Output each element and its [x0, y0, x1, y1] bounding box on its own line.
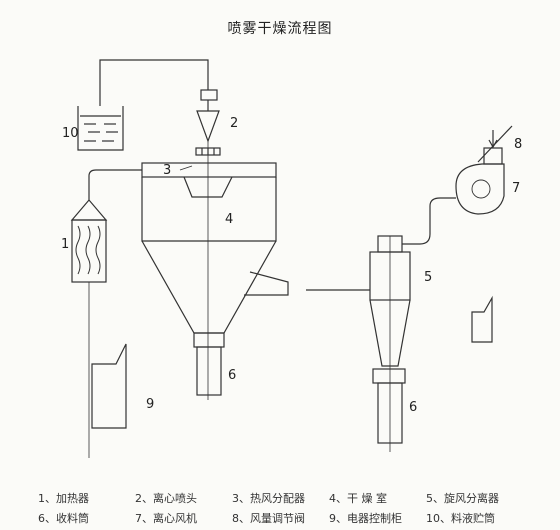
feed-tank [77, 106, 124, 151]
callout-5: 5 [424, 270, 433, 285]
legend-item-atomizer: 2、离心喷头 [135, 492, 197, 505]
feed-pipe [99, 59, 209, 106]
callout-1: 1 [61, 237, 70, 252]
legend-row-1: 1、加热器 2、离心喷头 3、热风分配器 4、干 燥 室 5、旋风分离器 [38, 488, 558, 508]
callout-10: 10 [62, 126, 79, 141]
air-regulating-valve [477, 125, 513, 165]
hot-air-pipe [88, 169, 142, 200]
legend: 1、加热器 2、离心喷头 3、热风分配器 4、干 燥 室 5、旋风分离器 6、收… [38, 488, 558, 528]
control-cabinet [91, 343, 127, 429]
legend-item-control-cabinet: 9、电器控制柜 [329, 512, 402, 525]
legend-item-feed-tank: 10、料液贮筒 [426, 512, 495, 525]
cyclone-separator [369, 235, 411, 452]
callout-6-right: 6 [409, 400, 418, 415]
callout-2: 2 [230, 116, 239, 131]
drying-chamber [141, 141, 289, 400]
side-cabinet [471, 295, 493, 343]
legend-item-distributor: 3、热风分配器 [232, 492, 305, 505]
callout-4: 4 [225, 212, 234, 227]
legend-item-cyclone: 5、旋风分离器 [426, 492, 499, 505]
collection-cylinder-left [193, 332, 225, 396]
legend-item-valve: 8、风量调节阀 [232, 512, 305, 525]
callout-9: 9 [146, 397, 155, 412]
exhaust-pipe [402, 197, 456, 245]
collection-cylinder-right [372, 368, 406, 444]
legend-item-heater: 1、加热器 [38, 492, 89, 505]
callout-leaders [179, 165, 193, 171]
legend-item-fan: 7、离心风机 [135, 512, 197, 525]
legend-row-2: 6、收料筒 7、离心风机 8、风量调节阀 9、电器控制柜 10、料液贮筒 [38, 508, 558, 528]
callout-6-left: 6 [228, 368, 237, 383]
heater [70, 199, 108, 458]
callout-3: 3 [163, 163, 172, 178]
centrifugal-fan [455, 163, 505, 215]
diagram-title: 喷雾干燥流程图 [227, 21, 333, 37]
callout-7: 7 [512, 181, 521, 196]
callout-8: 8 [514, 137, 523, 152]
legend-item-collector: 6、收料筒 [38, 512, 89, 525]
legend-item-drying-chamber: 4、干 燥 室 [329, 492, 387, 505]
